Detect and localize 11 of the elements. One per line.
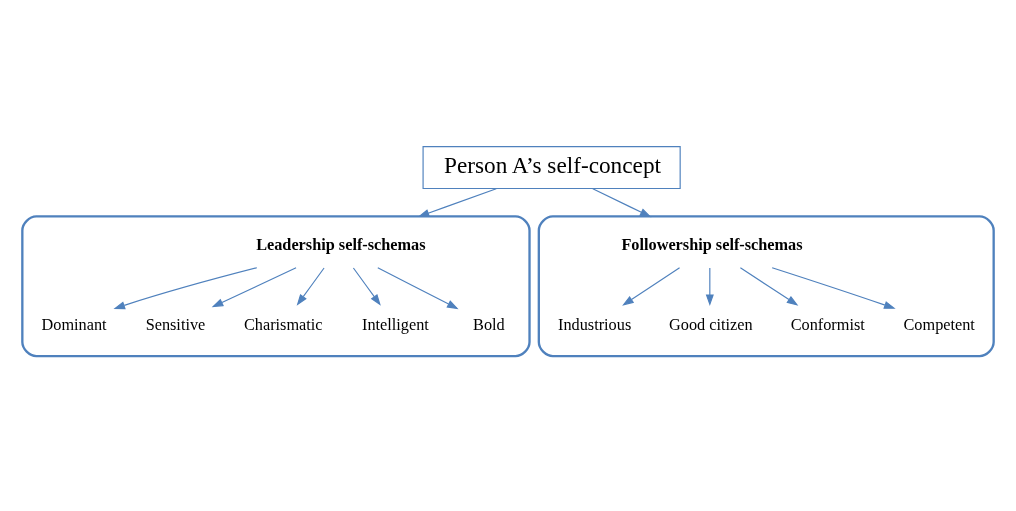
node-text: Followership self-schemas bbox=[621, 234, 803, 254]
node-text: Good citizen bbox=[669, 314, 753, 334]
node-text: Charismatic bbox=[243, 314, 323, 334]
node-text: Dominant bbox=[41, 314, 107, 334]
node-text: Sensitive bbox=[145, 314, 206, 334]
node-text: Bold bbox=[473, 314, 505, 334]
node-text: Intelligent bbox=[362, 314, 429, 334]
node-text: Industrious bbox=[558, 314, 632, 334]
node-text: Competent bbox=[903, 314, 975, 334]
node-text: Leadership self-schemas bbox=[256, 234, 426, 254]
node-text: Conformist bbox=[790, 314, 865, 334]
